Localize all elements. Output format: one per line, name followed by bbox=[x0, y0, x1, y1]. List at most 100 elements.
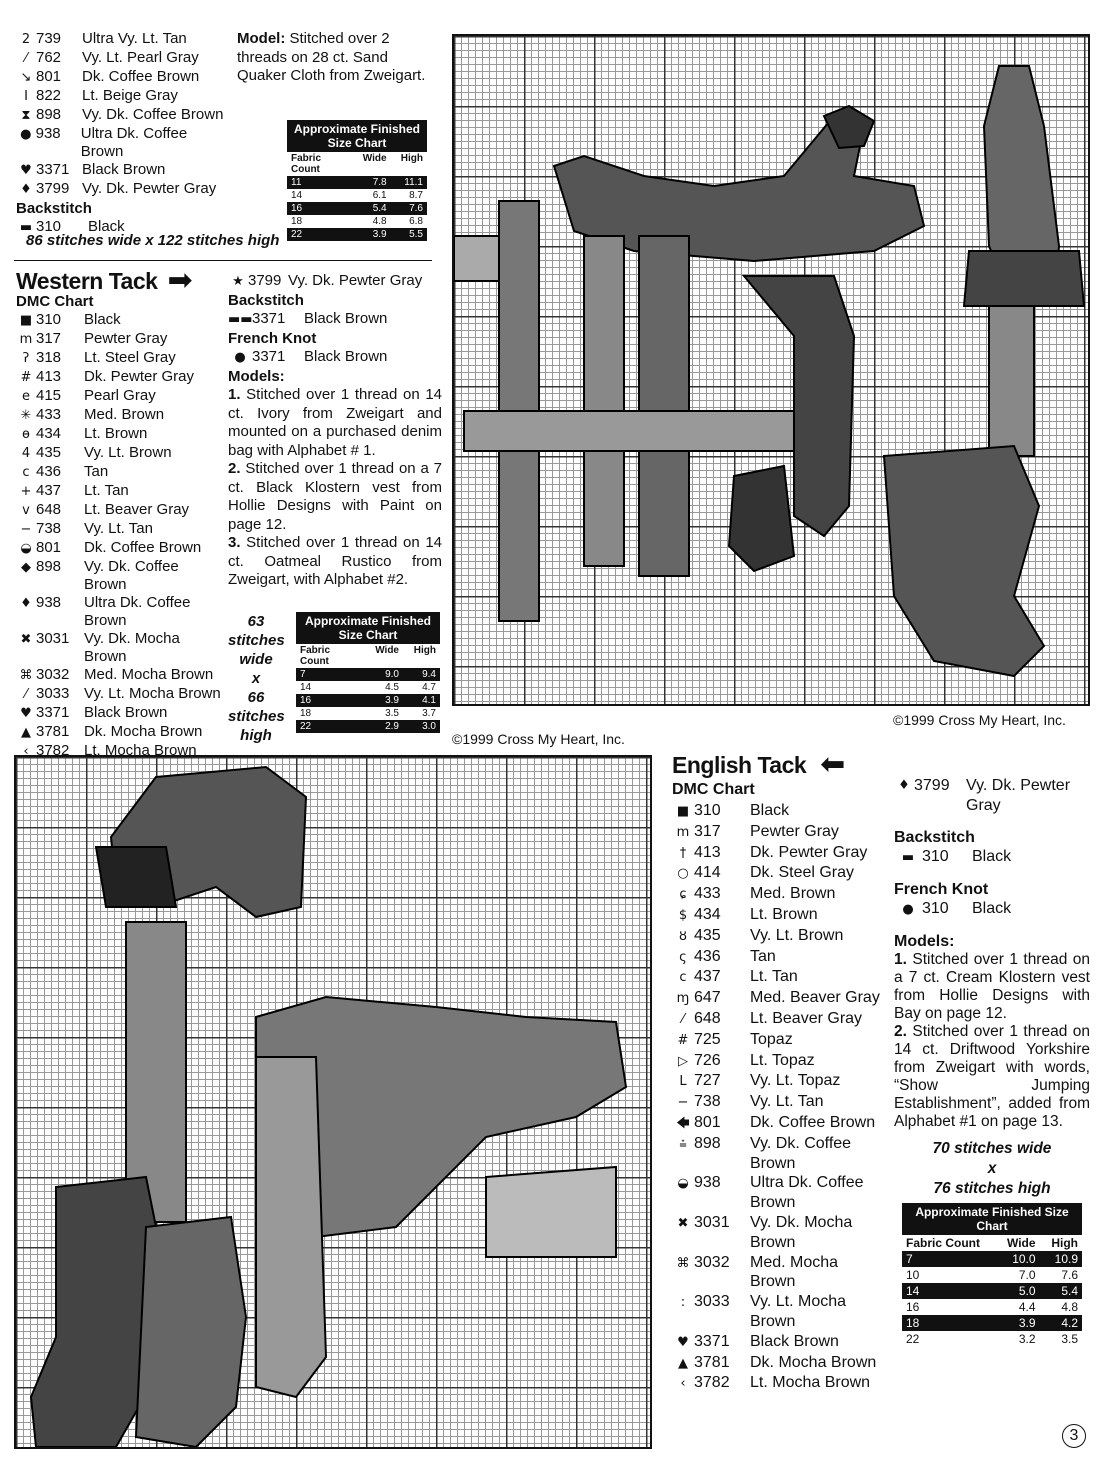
symbol-icon: 🡄 bbox=[676, 1115, 690, 1131]
size-chart-cell: 18 bbox=[902, 1315, 995, 1331]
symbol-icon: ⁄ bbox=[24, 687, 28, 702]
size-chart-cell: 16 bbox=[906, 1300, 920, 1314]
symbol-icon: ✖ bbox=[20, 632, 32, 647]
english-models-label: Models: bbox=[894, 933, 955, 950]
floss-name: Vy. Dk. Mocha Brown bbox=[750, 1213, 853, 1251]
size-chart-cell: 14 bbox=[291, 190, 303, 201]
floss-name: Lt. Steel Gray bbox=[84, 349, 176, 366]
symbol-icon: e bbox=[22, 389, 30, 404]
western-frenchknot-label: French Knot bbox=[228, 330, 317, 347]
model-number: 1. bbox=[894, 951, 907, 968]
size-chart-cell: 7.6 bbox=[1061, 1268, 1078, 1282]
stitch-x: x bbox=[987, 1160, 997, 1177]
model-text: Stitched over 1 thread on 14 ct. Ivory f… bbox=[228, 386, 443, 459]
floss-name: Vy. Dk. Coffee Brown bbox=[750, 1134, 852, 1172]
floss-number: 801 bbox=[36, 68, 62, 85]
floss-name: Vy. Lt. Pearl Gray bbox=[82, 49, 199, 66]
symbol-icon: ♥ bbox=[677, 1334, 689, 1350]
symbol-icon: ɵ bbox=[22, 427, 30, 442]
section-divider bbox=[14, 260, 432, 261]
western-title: Western Tack bbox=[16, 267, 158, 294]
floss-name: Med. Mocha Brown bbox=[84, 666, 214, 683]
floss-number: 436 bbox=[36, 463, 62, 480]
floss-number: 436 bbox=[694, 947, 721, 965]
english-frenchknot-item: ● 310 Black bbox=[894, 899, 1090, 920]
model-number: 3. bbox=[228, 534, 241, 551]
size-chart-header: High bbox=[400, 153, 423, 164]
model-text: Stitched over 1 thread on 14 ct. Driftwo… bbox=[894, 1023, 1090, 1130]
floss-number: 3799 bbox=[36, 180, 70, 197]
western-right-col: ★ 3799 Vy. Dk. Pewter Gray Backstitch ▬▬… bbox=[228, 272, 442, 590]
symbol-icon: ‹ bbox=[23, 744, 29, 759]
symbol-icon: ◒ bbox=[677, 1176, 689, 1192]
floss-name: Vy. Dk. Coffee Brown bbox=[84, 558, 179, 593]
size-chart-cell: 3.9 bbox=[364, 694, 403, 707]
symbol-icon: ʔ bbox=[22, 351, 30, 366]
floss-number: 310 bbox=[36, 311, 62, 328]
floss-number: 434 bbox=[694, 905, 721, 923]
floss-name: Pearl Gray bbox=[84, 387, 156, 404]
floss-name: Pewter Gray bbox=[750, 822, 839, 840]
floss-number: 725 bbox=[694, 1030, 721, 1048]
western-models-list: 1. Stitched over 1 thread on 14 ct. Ivor… bbox=[228, 386, 442, 590]
floss-number: 3799 bbox=[914, 777, 950, 794]
western-tack-pattern bbox=[454, 65, 1086, 678]
size-chart-header: Fabric Count bbox=[300, 645, 331, 667]
stitch-count-word: stitches bbox=[228, 632, 285, 649]
floss-name: Med. Brown bbox=[84, 406, 165, 423]
symbol-icon: ♦ bbox=[20, 182, 32, 197]
floss-number: 938 bbox=[694, 1174, 721, 1192]
symbol-icon: ○ bbox=[677, 866, 689, 882]
floss-name: Dk. Coffee Brown bbox=[82, 68, 200, 85]
english-backstitch-label: Backstitch bbox=[894, 829, 975, 846]
floss-name: Dk. Pewter Gray bbox=[84, 368, 195, 385]
stitch-count-word: 66 bbox=[247, 689, 265, 706]
symbol-icon: ◆ bbox=[21, 560, 31, 575]
floss-name: Med. Brown bbox=[750, 885, 836, 903]
symbol-icon: ✖ bbox=[677, 1215, 689, 1231]
floss-name: Black Brown bbox=[750, 1332, 839, 1350]
floss-name: Dk. Coffee Brown bbox=[750, 1113, 876, 1131]
floss-name: Black bbox=[84, 311, 121, 328]
floss-name: Lt. Tan bbox=[84, 482, 129, 499]
symbol-icon: † bbox=[679, 845, 687, 861]
floss-name: Lt. Brown bbox=[750, 905, 818, 923]
symbol-icon: 4 bbox=[21, 446, 31, 461]
floss-number: 898 bbox=[36, 106, 62, 123]
symbol-icon: ◒ bbox=[20, 541, 32, 556]
floss-number: 310 bbox=[694, 802, 721, 819]
size-chart-cell: 3.9 bbox=[994, 1315, 1040, 1331]
floss-number: 433 bbox=[36, 406, 62, 423]
floss-number: 726 bbox=[694, 1051, 721, 1069]
western-frenchknot-item: ● 3371 Black Brown bbox=[228, 348, 442, 367]
floss-number: 3371 bbox=[36, 161, 70, 178]
size-chart-cell: 10.0 bbox=[994, 1251, 1040, 1267]
symbol-icon: ♥ bbox=[20, 163, 32, 178]
size-chart-cell: 22 bbox=[287, 228, 353, 241]
size-chart-cell: 9.0 bbox=[364, 668, 403, 681]
english-extra-item: ♦ 3799 Vy. Dk. Pewter Gray bbox=[894, 756, 1090, 816]
floss-number: 762 bbox=[36, 49, 62, 66]
floss-name: Black Brown bbox=[82, 161, 166, 178]
english-models-list: 1. Stitched over 1 thread on a 7 ct. Cre… bbox=[894, 951, 1090, 1131]
page-number: 3 bbox=[1062, 1424, 1086, 1448]
floss-number: 413 bbox=[36, 368, 62, 385]
size-chart-cell: 7.0 bbox=[1018, 1268, 1036, 1282]
